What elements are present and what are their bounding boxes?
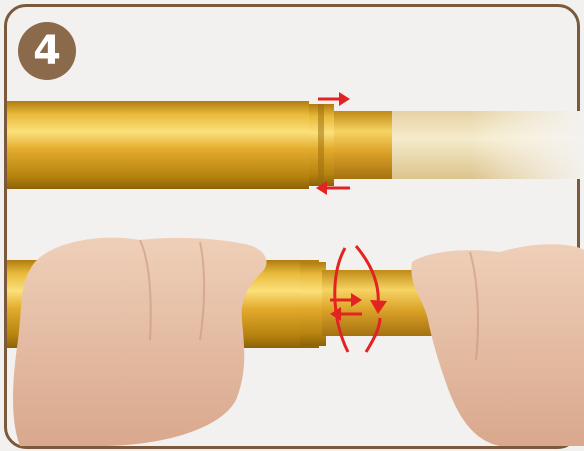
right-hand [411, 244, 584, 446]
inner-tube [330, 111, 392, 179]
left-hand [13, 238, 267, 446]
top-tube-assembly [7, 92, 584, 195]
outer-tube [7, 101, 309, 189]
step-number-badge: 4 [18, 22, 76, 80]
